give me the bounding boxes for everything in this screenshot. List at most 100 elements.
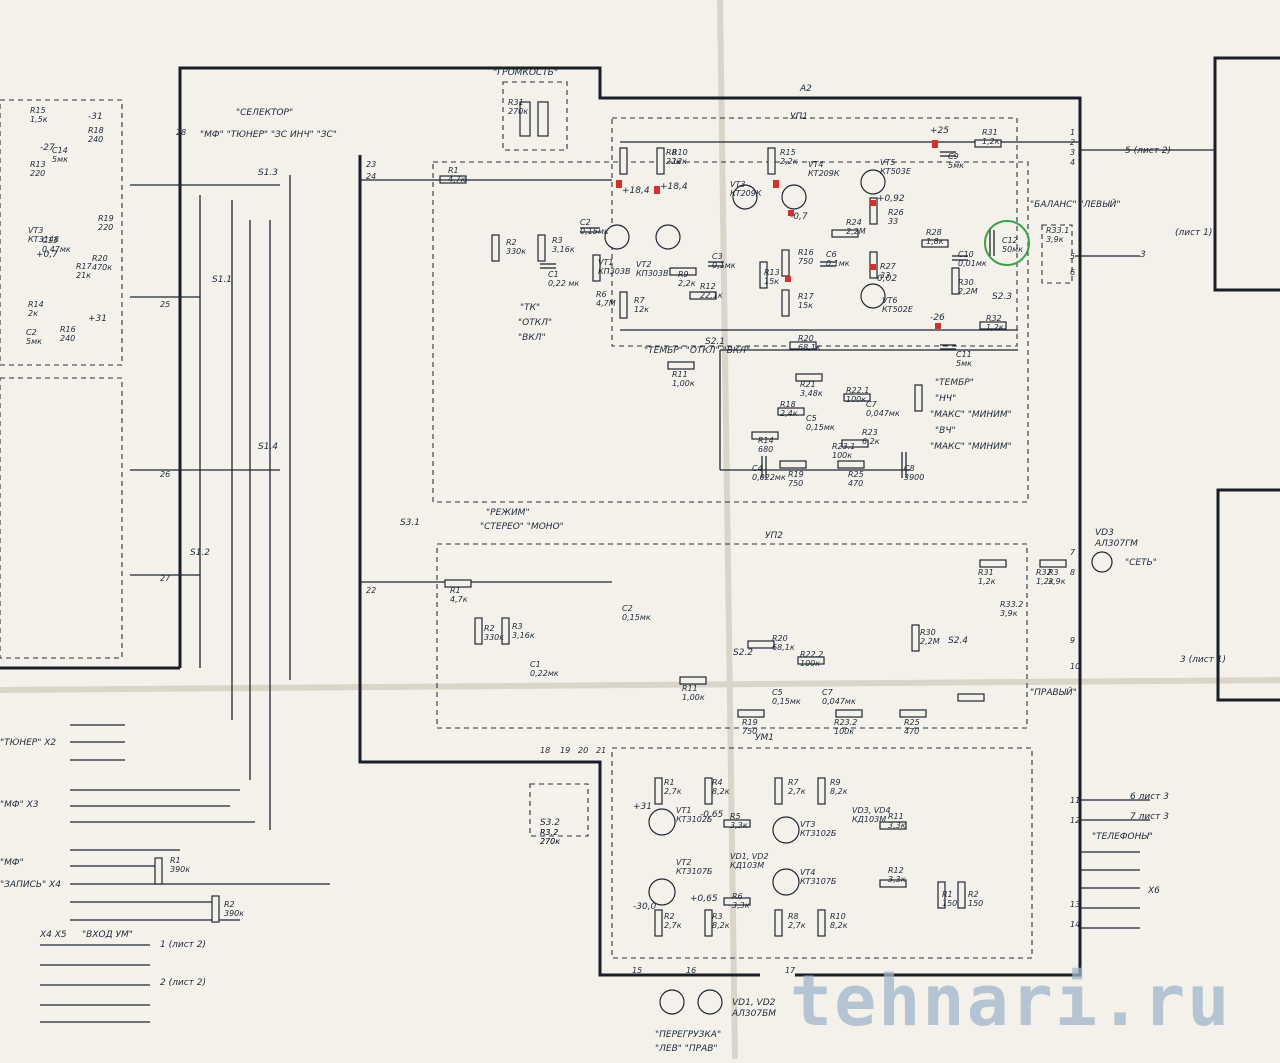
component-value: 3,3к — [732, 901, 750, 910]
component-ref: R12 — [888, 866, 904, 875]
resistor — [667, 361, 695, 370]
component-value: 0,22мк — [530, 669, 559, 678]
component-ref: R3.2 — [540, 828, 559, 837]
component-value: КТ503Е — [880, 167, 911, 176]
resistor — [951, 267, 960, 295]
component-value: 0,15мк — [580, 227, 609, 236]
component-value: 0,15мк — [806, 423, 835, 432]
capacitor — [940, 344, 956, 350]
component-ref: R19 — [98, 214, 114, 223]
resistor — [759, 261, 768, 289]
component-ref: C1 — [548, 270, 559, 279]
component-ref: C1 — [530, 660, 541, 669]
voltage: -30,0 — [633, 902, 657, 912]
component-ref: C7 — [866, 400, 877, 409]
component-value: 8,2к — [712, 787, 730, 796]
label-overload: "ПЕРЕГРУЗКА" — [655, 1030, 722, 1040]
resistor — [747, 640, 775, 649]
resistor — [777, 407, 805, 416]
a2-inner-outline — [358, 155, 760, 977]
label-timbre: "ТЕМБР" — [935, 378, 974, 388]
component-ref: R3 — [1048, 568, 1059, 577]
component-value: 100к — [832, 451, 853, 460]
component-value: 21к — [76, 271, 92, 280]
component-ref: C6 — [826, 250, 837, 259]
component-value: 1,8к — [926, 237, 944, 246]
resistor-r1 — [154, 857, 163, 885]
label-balance-right: "ПРАВЫЙ" — [1030, 688, 1077, 698]
sheet-ref: 6 лист 3 — [1130, 792, 1169, 802]
resistor — [689, 291, 717, 300]
test-point-marker — [654, 186, 660, 194]
paper-fold — [717, 0, 738, 1060]
transistor — [648, 878, 676, 906]
component-value: КТ3102Б — [676, 815, 713, 824]
pin-number: 3 — [1070, 148, 1076, 157]
pin-number: 18 — [540, 746, 551, 755]
component-value: 1,2к — [978, 577, 996, 586]
component-value: 1,00к — [672, 379, 695, 388]
component-ref: VT1 — [676, 806, 692, 815]
voltage: +0,92 — [877, 194, 905, 204]
pin-number: 13 — [1070, 900, 1081, 909]
component-ref: VT3 — [730, 180, 746, 189]
component-value: 470 — [904, 727, 920, 736]
component-value: 1,00к — [682, 693, 705, 702]
component-value: 5мк — [948, 161, 964, 170]
component-value: 0,022мк — [752, 473, 786, 482]
component-ref: R13 — [30, 160, 46, 169]
resistor — [841, 439, 869, 448]
component-value: 22к — [666, 157, 682, 166]
resistor — [656, 147, 665, 175]
component-value: КП303В — [598, 267, 631, 276]
component-ref: R14 — [28, 300, 44, 309]
sheet-ref: 2 (лист 2) — [160, 978, 206, 988]
resistor — [817, 909, 826, 937]
component-value: КТ502Е — [882, 305, 913, 314]
component-ref: VT6 — [882, 296, 898, 305]
component-ref: R9 — [678, 270, 689, 279]
component-ref: R33.2 — [1000, 600, 1024, 609]
resistor — [737, 709, 765, 718]
label-x2: "ТЮНЕР" X2 — [0, 738, 57, 748]
component-value: 3900 — [904, 473, 925, 482]
component-value: 150 — [968, 899, 984, 908]
component-value: 750 — [788, 479, 804, 488]
component-value: 0,047мк — [866, 409, 900, 418]
component-ref: R25 — [848, 470, 864, 479]
component-value: 2,2М — [846, 227, 866, 236]
component-value: 270к — [540, 837, 561, 846]
component-value: 0,47мк — [42, 245, 71, 254]
component-ref: R19 — [788, 470, 804, 479]
component-value: 5мк — [956, 359, 972, 368]
component-ref: R23.2 — [834, 718, 858, 727]
component-ref: R2 — [968, 890, 979, 899]
component-ref: R31 — [978, 568, 994, 577]
test-point-marker — [932, 140, 938, 148]
led-vd1 — [659, 989, 685, 1015]
resistor — [869, 197, 878, 225]
resistor — [979, 321, 1007, 330]
component-value: 100к — [800, 659, 821, 668]
resistor — [879, 879, 907, 888]
component-value: 3,9к — [1046, 235, 1064, 244]
label-on: "ВКЛ" — [518, 333, 546, 343]
component-ref: R13 — [764, 268, 780, 277]
voltage: 0,02 — [877, 274, 898, 284]
volume-potentiometer — [519, 101, 531, 137]
component-ref: R23.1 — [832, 442, 856, 451]
component-value: 3,16к — [512, 631, 535, 640]
component-value: 3,3к — [730, 821, 748, 830]
test-point-marker — [935, 323, 941, 329]
component-value: 750 — [742, 727, 758, 736]
component-ref: R20 — [772, 634, 788, 643]
pin-number: 23 — [366, 160, 377, 169]
component-value: 0,22 мк — [548, 279, 580, 288]
component-value: КТ3102Б — [800, 829, 837, 838]
component-value: 1,2к — [1036, 577, 1054, 586]
block-label-up2: УП2 — [765, 531, 783, 541]
label-input-um: "ВХОД УМ" — [82, 930, 133, 940]
component-value: 15к — [764, 277, 780, 286]
s3-2-box — [529, 783, 589, 837]
label-overload-leds: VD1, VD2 АЛ307БМ — [732, 998, 777, 1019]
